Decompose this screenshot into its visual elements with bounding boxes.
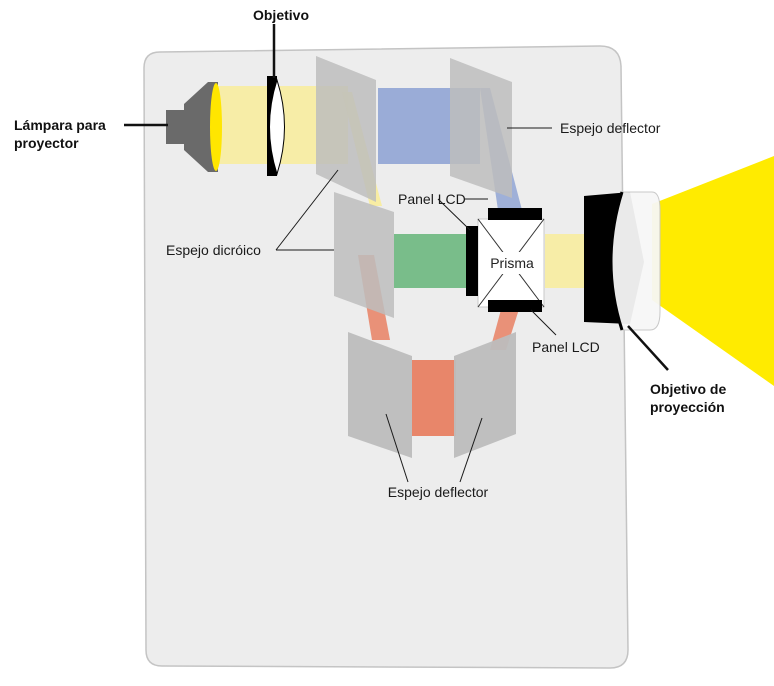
projection-lens — [584, 191, 661, 331]
label-lampara-line1: Lámpara para — [14, 117, 106, 133]
lcd-panel-top — [488, 208, 542, 220]
prism — [477, 218, 545, 308]
deflector-mirror-bottom-right — [454, 332, 516, 458]
label-panel-lcd-bottom: Panel LCD — [532, 339, 600, 355]
label-prisma: Prisma — [490, 255, 534, 271]
label-espejo-dicroico: Espejo dicróico — [166, 242, 261, 258]
dichroic-mirror-middle — [334, 192, 394, 318]
label-espejo-deflector-bottom: Espejo deflector — [388, 484, 489, 500]
label-objetivo-proyeccion-line2: proyección — [650, 399, 725, 415]
label-objetivo-proyeccion-line1: Objetivo de — [650, 381, 726, 397]
label-panel-lcd-top: Panel LCD — [398, 191, 466, 207]
prism-label-bg — [488, 252, 536, 274]
label-objetivo: Objetivo — [253, 7, 309, 23]
projection-lens-glass — [610, 191, 661, 331]
projector-lamp — [166, 82, 222, 172]
deflector-mirror-bottom-left — [348, 332, 412, 458]
lcd-panel-bottom — [488, 300, 542, 312]
lamp-reflector — [184, 82, 218, 172]
projected-light-beam — [652, 156, 774, 386]
red-light-beam-up — [490, 306, 520, 350]
label-lampara-line2: proyector — [14, 135, 79, 151]
lcd-panel-left — [466, 226, 478, 296]
dichroic-mirror-top — [316, 56, 376, 202]
green-light-beam — [394, 234, 468, 288]
lamp-glow — [210, 83, 222, 171]
objective-lens-glass — [269, 78, 285, 176]
deflector-mirror-top — [450, 58, 512, 198]
objective-lens — [267, 76, 285, 176]
label-espejo-deflector-top: Espejo deflector — [560, 120, 661, 136]
lamp-socket — [166, 110, 184, 144]
red-light-beam-bottom — [412, 360, 456, 436]
combined-light-beam — [545, 234, 589, 288]
